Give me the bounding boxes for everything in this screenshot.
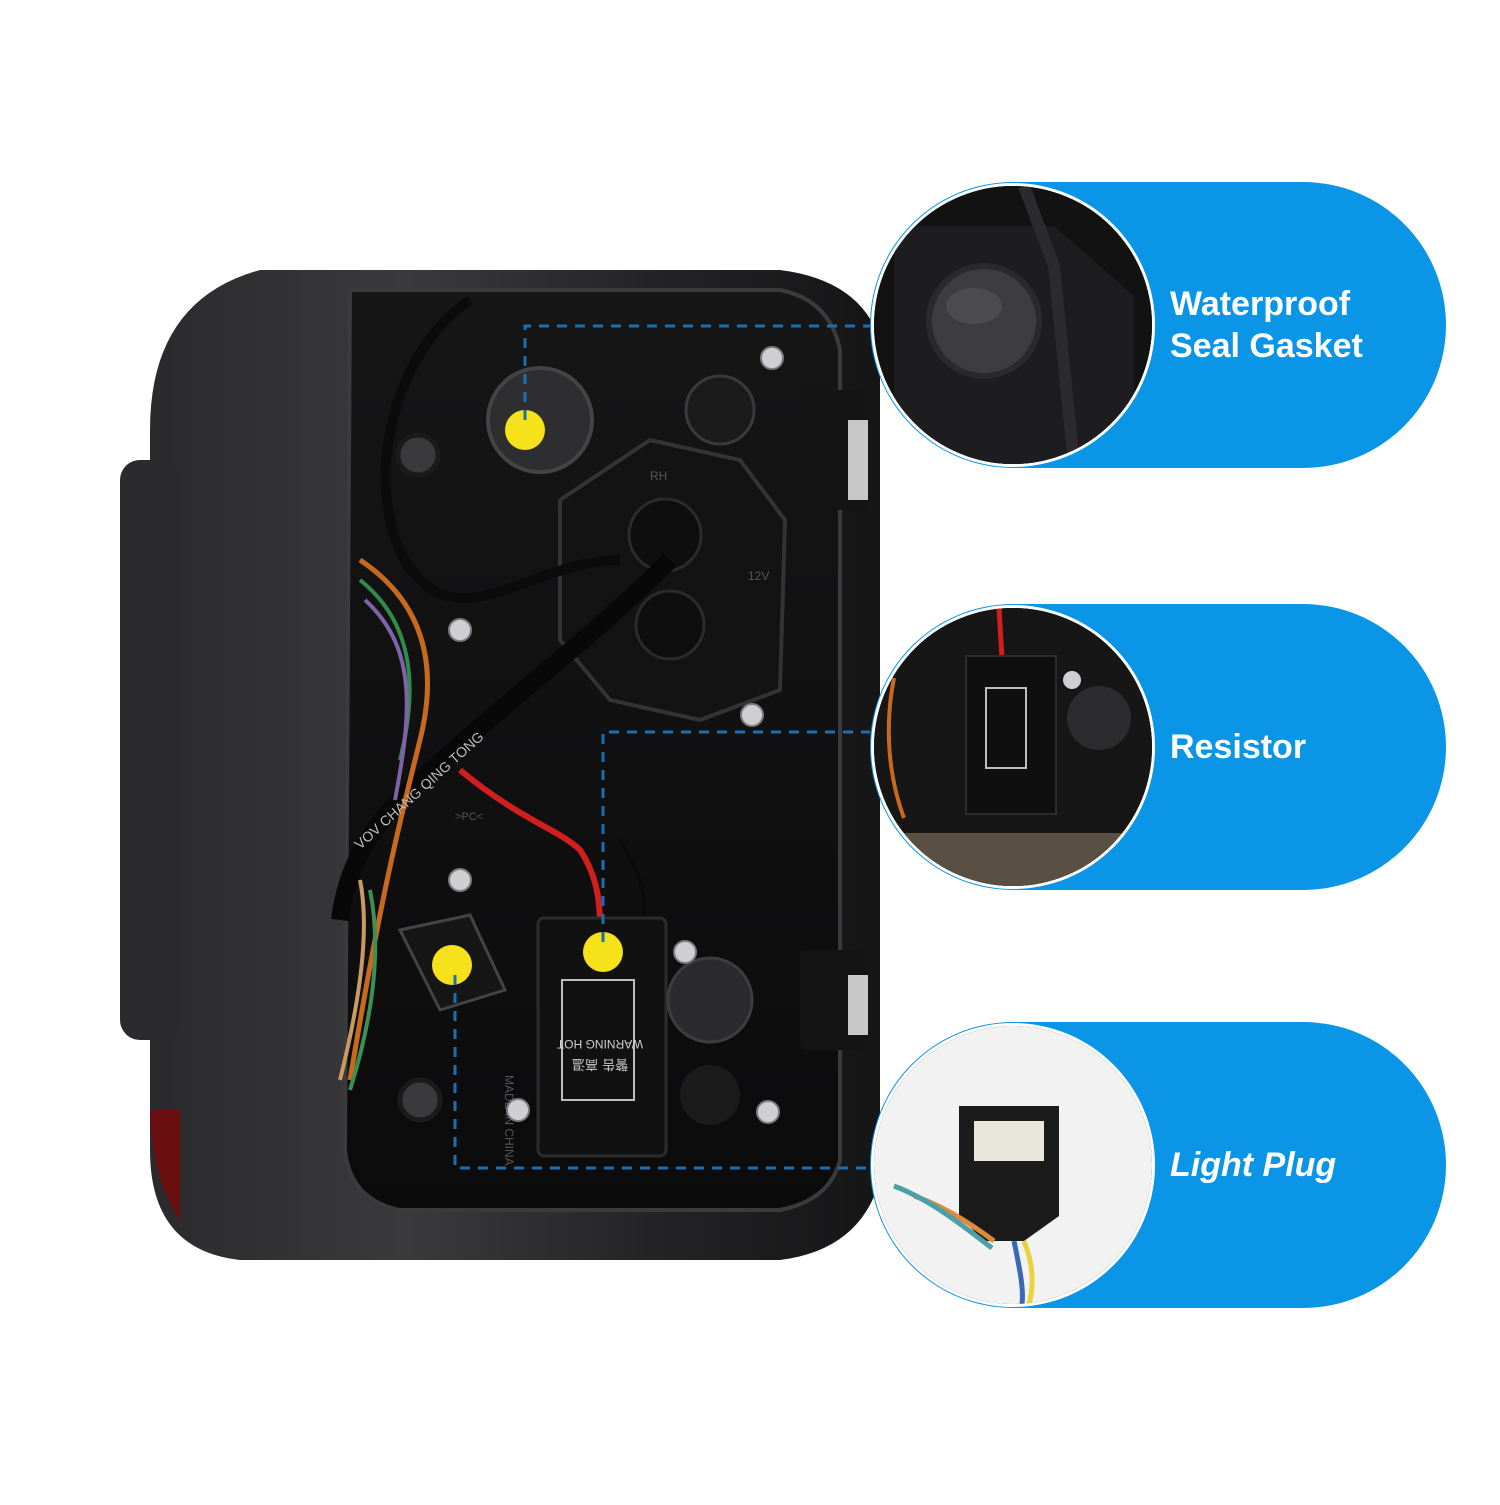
closeup-bracket — [1018, 186, 1080, 464]
light-plug-closeup — [874, 1026, 1152, 1304]
bolt-lower — [397, 1077, 443, 1123]
leader-lines — [453, 324, 870, 1170]
closeup-screw — [1063, 671, 1081, 689]
closeup-gasket — [1067, 686, 1131, 750]
resistor-label-box — [561, 979, 635, 1101]
resistor-warning-cn: 警告 高温 — [572, 1056, 628, 1072]
wire-bundle-black — [380, 295, 621, 603]
marker-resistor — [583, 932, 623, 972]
callout-label-light-plug: Light Plug — [1170, 1145, 1337, 1184]
resistor-closeup — [874, 608, 1152, 886]
closeup-orange-wire — [886, 677, 906, 819]
zoom-lens-light-plug — [874, 1026, 1152, 1304]
resistor-warning-en: WARNING HOT — [556, 1037, 643, 1051]
side-marking: MADE IN CHINA — [502, 1075, 516, 1166]
leader-line-seal-gasket — [523, 324, 870, 420]
red-lens-edge — [150, 1110, 180, 1220]
bolt-upper — [395, 432, 441, 478]
main-cable — [331, 553, 677, 922]
closeup-resistor-label — [985, 687, 1027, 769]
bulb-socket-2 — [634, 589, 706, 661]
seal-gasket-closeup — [874, 186, 1152, 464]
closeup-plug-pins — [974, 1121, 1044, 1161]
mount-clip-bottom — [848, 975, 868, 1035]
screw — [448, 618, 472, 642]
mount-clip-top — [848, 420, 868, 500]
marker-light-plug — [432, 945, 472, 985]
screw — [740, 703, 764, 727]
pc-marking: >PC< — [455, 811, 483, 823]
marker-seal-gasket — [505, 410, 545, 450]
callout-waterproof-seal-gasket: Waterproof Seal Gasket — [870, 182, 1446, 468]
wire-multi-left — [338, 879, 366, 1081]
socket-marking-12v: 12V — [748, 569, 769, 583]
upper-gasket-right — [684, 374, 756, 446]
callout-label-resistor: Resistor — [1170, 727, 1307, 766]
closeup-wire-teal — [893, 1183, 994, 1251]
housing-rim — [120, 460, 180, 1040]
zoom-lens-resistor — [874, 608, 1152, 886]
closeup-resistor — [965, 655, 1057, 815]
zoom-lens-seal-gasket — [874, 186, 1152, 464]
bulb-socket-plate — [558, 437, 788, 723]
closeup-gasket-highlight — [946, 288, 1002, 324]
wire-red — [458, 767, 603, 931]
closeup-wire-yellow — [1021, 1240, 1035, 1304]
wire-purple — [363, 598, 409, 801]
closeup-red-wire — [996, 608, 1005, 659]
lower-gasket — [666, 956, 754, 1044]
screw — [673, 940, 697, 964]
screw — [760, 346, 784, 370]
lower-gasket-small — [680, 1065, 740, 1125]
screw-set — [448, 346, 784, 1124]
socket-marking-rh: RH — [650, 469, 667, 483]
wire-orange — [347, 557, 430, 1081]
callout-label-seal-gasket: Waterproof Seal Gasket — [1170, 284, 1363, 366]
screw — [756, 1100, 780, 1124]
leader-line-light-plug — [453, 975, 870, 1170]
screw — [448, 868, 472, 892]
closeup-wire-blue — [1011, 1240, 1025, 1304]
callout-light-plug: Light Plug — [870, 1022, 1446, 1308]
callout-resistor: Resistor — [870, 604, 1446, 890]
wire-multi-left-green — [348, 889, 378, 1091]
screw — [506, 1098, 530, 1122]
leader-line-resistor — [601, 730, 870, 942]
